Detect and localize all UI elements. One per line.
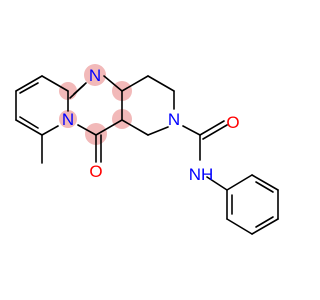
bond xyxy=(19,82,39,94)
atom-n-imine: N xyxy=(89,66,101,85)
bond xyxy=(121,75,149,92)
bond xyxy=(251,218,279,235)
bond xyxy=(226,174,253,191)
bond xyxy=(182,125,201,136)
atom-o-amide: O xyxy=(226,113,239,132)
bond xyxy=(206,176,228,191)
bond xyxy=(147,75,175,92)
bond xyxy=(121,119,149,136)
bond xyxy=(251,174,279,191)
bond xyxy=(77,124,97,136)
bond xyxy=(41,125,59,136)
atom-n-amide: N xyxy=(168,110,180,129)
bond xyxy=(202,124,228,140)
bond xyxy=(19,116,39,129)
bond xyxy=(15,119,43,136)
atom-nh: NH xyxy=(189,165,214,184)
bond xyxy=(103,75,123,92)
atom-labels: N N O N O NH xyxy=(62,66,240,184)
bond xyxy=(95,119,123,136)
bond xyxy=(147,126,169,136)
atom-n-bridgehead: N xyxy=(62,110,74,129)
bond xyxy=(226,218,253,235)
bond xyxy=(15,75,43,92)
bond xyxy=(255,216,274,228)
bonds xyxy=(15,75,279,235)
bond xyxy=(199,120,225,136)
bond xyxy=(255,181,274,193)
bond xyxy=(69,84,85,99)
molecule-diagram: N N O N O NH xyxy=(15,64,279,235)
atom-o-carbonyl: O xyxy=(89,162,102,181)
bond xyxy=(41,75,69,92)
